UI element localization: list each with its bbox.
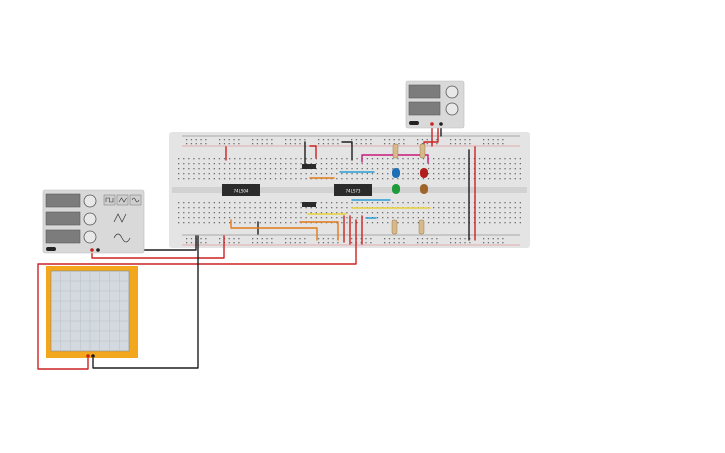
resistor-1[interactable] (392, 143, 399, 159)
breadboard-power-rails (182, 135, 520, 246)
wire-top-red[interactable] (309, 145, 317, 159)
sine-preview-icon (113, 233, 131, 243)
resistors[interactable] (391, 143, 426, 235)
led-red[interactable] (420, 168, 428, 178)
psu-terminal-positive[interactable] (430, 122, 434, 126)
frequency-knob-icon[interactable] (83, 194, 97, 208)
led-blue[interactable] (392, 168, 400, 178)
amplitude-knob-icon[interactable] (83, 212, 97, 226)
chip-left-label: 74LS04 (234, 189, 249, 194)
scope-probe-negative[interactable] (91, 354, 95, 358)
scope-probe-positive[interactable] (86, 354, 90, 358)
chip-74ls04[interactable]: 74LS04 (222, 184, 260, 196)
resistor-2[interactable] (419, 143, 426, 159)
wires[interactable] (37, 125, 476, 370)
wire-top-black-2[interactable] (341, 141, 353, 161)
power-supply-display-current (408, 101, 441, 116)
chip-left-body (222, 184, 260, 196)
wire-scope-red[interactable] (37, 219, 357, 370)
led-green[interactable] (392, 184, 400, 194)
voltage-knob-icon[interactable] (445, 85, 459, 99)
fgen-display-amplitude (45, 211, 81, 226)
oscilloscope[interactable] (46, 266, 138, 358)
offset-knob-icon[interactable] (83, 230, 97, 244)
triangle-wave-icon[interactable] (116, 194, 129, 206)
wire-orange-3[interactable] (299, 221, 339, 241)
power-supply-display-voltage (408, 84, 441, 99)
wire-orange-2[interactable] (230, 219, 318, 241)
sine-wave-icon[interactable] (129, 194, 142, 206)
wire-fgen-red[interactable] (91, 235, 225, 259)
fgen-display-offset (45, 229, 81, 244)
triangle-preview-icon (113, 213, 127, 223)
switch-top[interactable] (302, 164, 316, 169)
wire-scope-black[interactable] (92, 235, 199, 369)
switch-bottom[interactable] (302, 202, 316, 207)
fgen-terminal-positive[interactable] (90, 248, 94, 252)
psu-terminal-negative[interactable] (439, 122, 443, 126)
fgen-power-switch[interactable] (46, 247, 56, 251)
chip-74ls73[interactable]: 74LS73 (334, 184, 372, 196)
square-wave-icon[interactable] (103, 194, 116, 206)
fgen-display-frequency (45, 193, 81, 208)
resistor-4[interactable] (418, 219, 425, 235)
fgen-terminal-negative[interactable] (96, 248, 100, 252)
function-generator[interactable] (42, 189, 145, 254)
power-switch[interactable] (409, 121, 419, 125)
power-supply[interactable] (405, 80, 465, 129)
chip-right-body (334, 184, 372, 196)
oscilloscope-grid (51, 271, 129, 351)
breadboard-holes (178, 139, 521, 244)
current-knob-icon[interactable] (445, 102, 459, 116)
resistor-3[interactable] (391, 219, 398, 235)
chip-right-label: 74LS73 (346, 189, 361, 194)
led-orange[interactable] (420, 184, 428, 194)
